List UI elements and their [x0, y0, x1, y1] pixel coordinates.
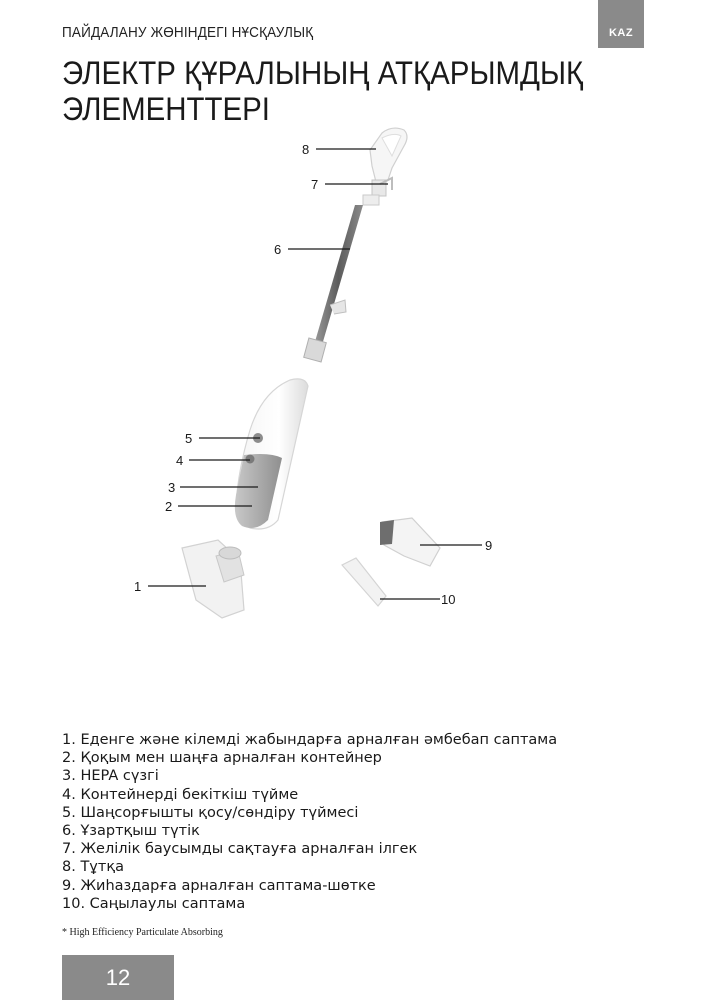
- floor-nozzle-part: [181, 539, 245, 619]
- legend-item: 2. Қоқым мен шаңға арналған контейнер: [62, 750, 382, 767]
- legend-item: 9. Жиһаздарға арналған саптама-шөтке: [62, 877, 376, 894]
- page-title-line-2: ЭЛЕМЕНТТЕРІ: [62, 91, 270, 127]
- header-section-title: ПАЙДАЛАНУ ЖӨНІНДЕГІ НҰСҚАУЛЫҚ: [62, 24, 314, 41]
- callout-number-9: 9: [485, 538, 492, 553]
- legend-item: 4. Контейнерді бекіткіш түйме: [62, 786, 299, 803]
- handle-part: [369, 127, 408, 183]
- legend-item: 10. Саңылаулы саптама: [62, 895, 246, 912]
- legend-item: 1. Еденге және кілемді жабындарға арналғ…: [62, 732, 558, 748]
- callout-number-4: 4: [176, 453, 183, 468]
- callout-number-5: 5: [185, 431, 192, 446]
- vacuum-cleaner-diagram: 8 7 6 5 4 3 2 1 9 10: [134, 127, 492, 619]
- language-badge-label: KAZ: [608, 27, 634, 39]
- legend-item: 8. Тұтқа: [62, 859, 124, 876]
- page-number-box: 12: [62, 955, 174, 1000]
- legend-item: 3. HEPA сүзгі: [62, 768, 159, 785]
- legend-item: 7. Желілік баусымды сақтауға арналған іл…: [62, 841, 418, 858]
- callout-number-8: 8: [302, 142, 309, 157]
- callout-number-1: 1: [134, 579, 141, 594]
- parts-legend-list: 1. Еденге және кілемді жабындарға арналғ…: [62, 731, 557, 913]
- callout-lines: [148, 148, 482, 600]
- callout-number-6: 6: [274, 242, 281, 257]
- callout-number-7: 7: [311, 177, 318, 192]
- brush-nozzle-part: [380, 517, 441, 567]
- page-title: ЭЛЕКТР ҚҰРАЛЫНЫҢ АТҚАРЫМДЫҚ ЭЛЕМЕНТТЕРІ: [62, 55, 583, 127]
- language-badge: KAZ: [598, 0, 644, 48]
- page-number: 12: [105, 964, 131, 990]
- callout-number-3: 3: [168, 480, 175, 495]
- callout-number-2: 2: [165, 499, 172, 514]
- page-title-line-1: ЭЛЕКТР ҚҰРАЛЫНЫҢ АТҚАРЫМДЫҚ: [62, 55, 584, 91]
- extension-tube-part: [303, 205, 363, 363]
- vacuum-body-part: [234, 378, 309, 530]
- crevice-nozzle-part: [341, 557, 387, 607]
- legend-item: 5. Шаңсорғышты қосу/сөндіру түймесі: [62, 804, 359, 821]
- cord-hook-part: [362, 176, 393, 206]
- footnote: * High Efficiency Particulate Absorbing: [62, 927, 223, 938]
- callout-number-10: 10: [441, 592, 455, 607]
- legend-item: 6. Ұзартқыш түтік: [62, 823, 200, 840]
